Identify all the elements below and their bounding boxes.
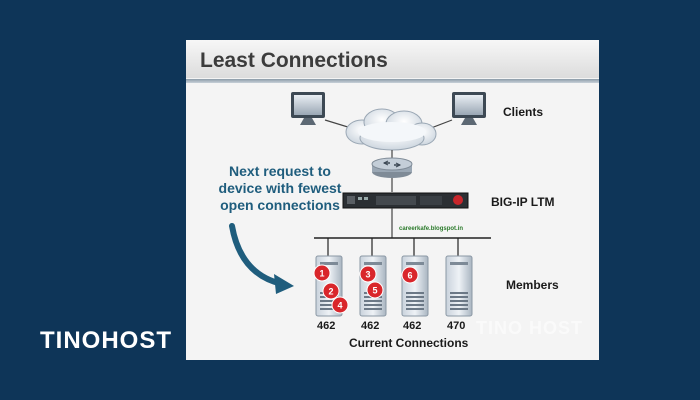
clients-label: Clients xyxy=(503,105,544,119)
badge-1: 1 xyxy=(313,264,331,282)
members-label: Members xyxy=(506,278,559,292)
source-url: careerkafe.blogspot.in xyxy=(399,226,464,232)
server-1-count: 462 xyxy=(317,320,336,332)
callout-line-3: open connections xyxy=(220,197,340,213)
badge-4: 4 xyxy=(331,296,349,314)
svg-text:3: 3 xyxy=(365,270,370,280)
callout-line-1: Next request to xyxy=(229,163,331,179)
watermark-logo: TINO HOST xyxy=(476,318,583,338)
callout-text: Next request to device with fewest open … xyxy=(200,163,360,214)
svg-text:6: 6 xyxy=(407,271,412,281)
internet-cloud-icon xyxy=(345,108,437,151)
server-3-count: 462 xyxy=(403,320,422,332)
big-ip-appliance xyxy=(342,192,469,209)
badge-2: 2 xyxy=(322,282,340,300)
svg-text:2: 2 xyxy=(328,287,333,297)
svg-text:1: 1 xyxy=(319,269,324,279)
svg-text:4: 4 xyxy=(337,301,342,311)
network-diagram: 1 2 4 3 5 6 xyxy=(229,92,491,317)
svg-text:5: 5 xyxy=(372,286,377,296)
router-icon xyxy=(371,157,413,178)
server-2-count: 462 xyxy=(361,320,380,332)
server-4-count: 470 xyxy=(447,320,466,332)
title-divider xyxy=(186,79,599,83)
ltm-label: BIG-IP LTM xyxy=(491,195,555,209)
badge-3: 3 xyxy=(359,265,377,283)
badge-5: 5 xyxy=(366,281,384,299)
client-monitor-right xyxy=(430,92,486,129)
title-bar: Least Connections xyxy=(186,40,599,78)
badge-6: 6 xyxy=(401,266,419,284)
client-monitor-left xyxy=(291,92,352,129)
slide: Least Connections xyxy=(186,40,599,360)
current-connections-label: Current Connections xyxy=(349,336,469,350)
curved-arrow-icon xyxy=(229,223,294,294)
server-4 xyxy=(445,255,473,317)
callout-line-2: device with fewest xyxy=(218,180,342,196)
brand-logo: TINOHOST xyxy=(40,327,172,354)
slide-title: Least Connections xyxy=(200,49,388,72)
server-3 xyxy=(401,255,429,317)
